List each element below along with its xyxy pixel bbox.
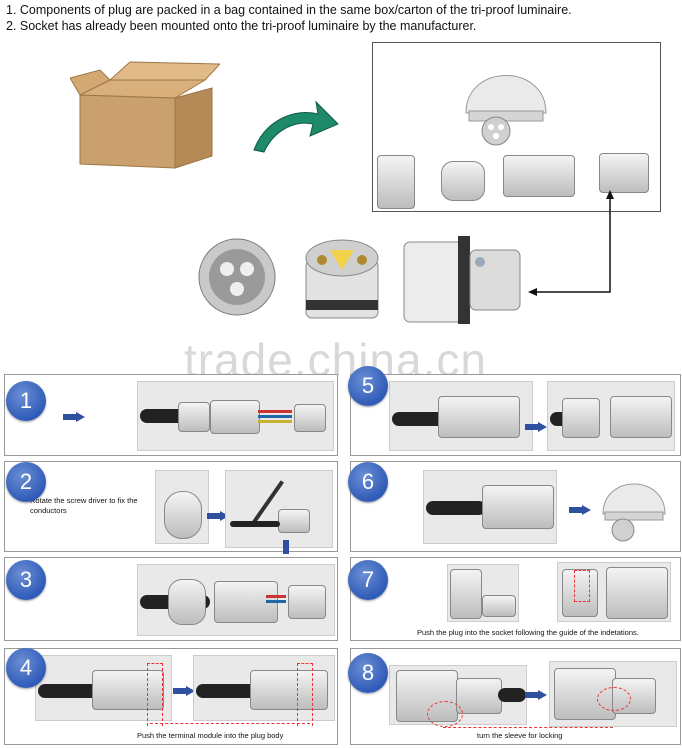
step-4-panel: Push the terminal module into the plug b… <box>4 648 338 745</box>
terminal-module-side-image <box>300 230 385 325</box>
step-5-photo-a <box>389 381 533 451</box>
step-6-badge: 6 <box>348 462 388 502</box>
step-1-badge: 1 <box>6 381 46 421</box>
step-4-photo-b <box>193 655 335 721</box>
blue-arrow-icon <box>569 502 591 515</box>
step-3-photo <box>137 564 335 636</box>
step-6-photo-a <box>423 470 557 544</box>
blue-arrow-icon <box>173 683 195 696</box>
step-1-photo <box>137 381 334 451</box>
step-7-photo-b <box>557 562 671 622</box>
blue-down-arrow-icon <box>283 540 289 554</box>
step-2-text: Rotate the screw driver to fix the condu… <box>30 496 138 515</box>
instruction-line-2: 2. Socket has already been mounted onto … <box>6 19 477 33</box>
step-2-badge: 2 <box>6 462 46 502</box>
step-5-badge: 5 <box>348 366 388 406</box>
socket-part <box>599 153 649 193</box>
step-4-caption: Push the terminal module into the plug b… <box>137 731 284 740</box>
step-3-badge: 3 <box>6 560 46 600</box>
highlight-marker <box>297 663 313 726</box>
blue-arrow-icon <box>63 409 85 422</box>
green-arrow-icon <box>250 100 340 155</box>
step-8-panel: turn the sleeve for locking <box>350 648 681 745</box>
blue-arrow-icon <box>525 419 547 432</box>
step-2-photo-a <box>155 470 209 544</box>
step-7-panel: Push the plug into the socket following … <box>350 557 681 641</box>
step-6-panel <box>350 461 681 552</box>
step-2-photo-b <box>225 470 333 548</box>
step-7-badge: 7 <box>348 560 388 600</box>
step-4-badge: 4 <box>6 648 46 688</box>
blue-arrow-icon <box>207 508 229 521</box>
luminaire-dome-image <box>461 53 551 153</box>
highlight-marker <box>147 663 163 726</box>
plug-sleeve-part <box>377 155 415 209</box>
highlight-line <box>150 723 310 724</box>
step-7-photo-a <box>447 564 519 622</box>
highlight-circle <box>427 701 463 727</box>
step-1-panel <box>4 374 338 456</box>
highlight-marker <box>574 570 590 602</box>
terminal-module-front-image <box>195 235 280 320</box>
highlight-line <box>443 727 613 728</box>
step-4-photo-a <box>35 655 172 721</box>
step-8-badge: 8 <box>348 653 388 693</box>
components-frame <box>372 42 661 212</box>
highlight-circle <box>597 687 631 711</box>
blue-arrow-icon <box>525 687 547 700</box>
plug-nut-part <box>441 161 485 201</box>
plug-body-part <box>503 155 575 197</box>
step-2-panel: Rotate the screw driver to fix the condu… <box>4 461 338 554</box>
step-6-dome-image <box>599 468 669 546</box>
carton-box-image <box>69 60 222 170</box>
step-5-photo-b <box>547 381 675 451</box>
step-5-panel <box>350 374 681 456</box>
instruction-line-1: 1. Components of plug are packed in a ba… <box>6 3 572 17</box>
step-3-panel <box>4 557 338 641</box>
socket-body-image <box>400 232 525 327</box>
step-8-caption: turn the sleeve for locking <box>477 731 563 740</box>
black-arrow-icon <box>528 190 618 300</box>
step-7-caption: Push the plug into the socket following … <box>417 628 639 637</box>
